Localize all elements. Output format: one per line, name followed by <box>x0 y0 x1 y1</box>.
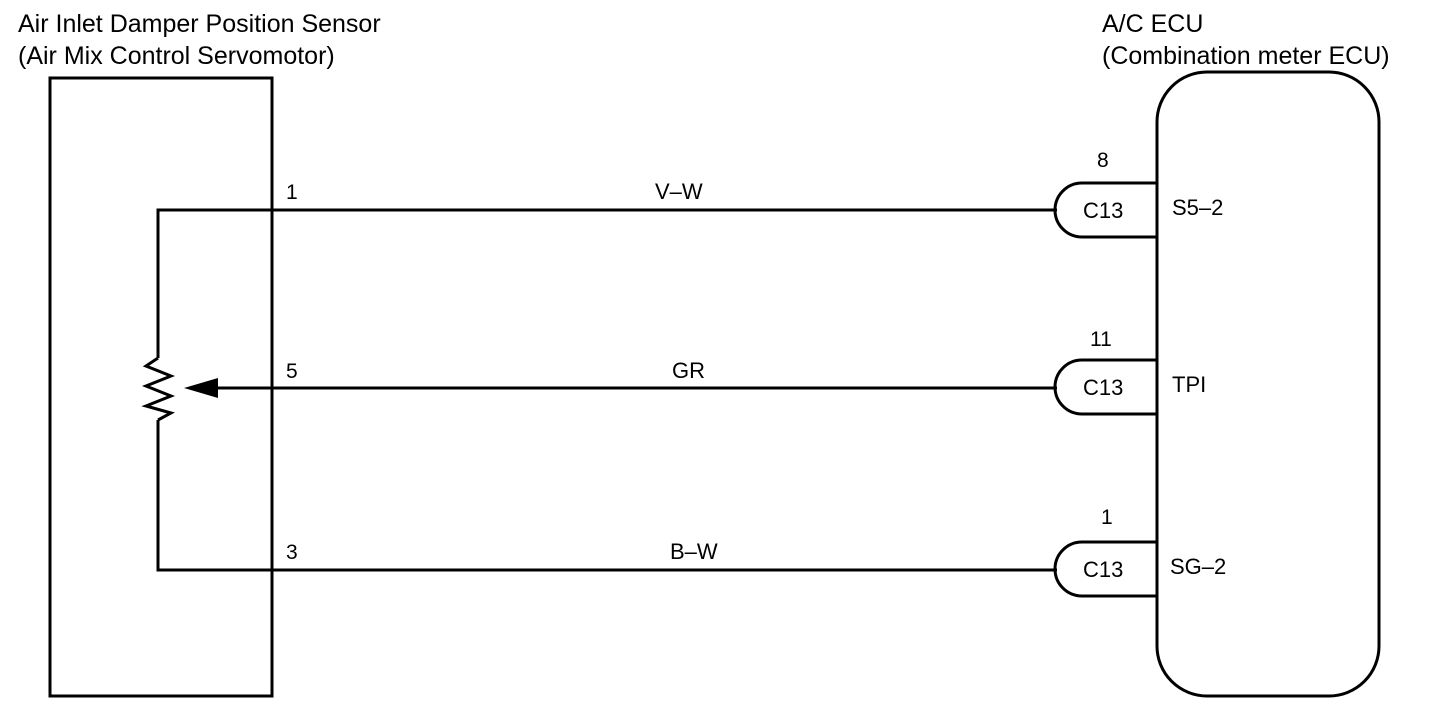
ecu-title-line1: A/C ECU <box>1102 10 1203 38</box>
pot-bottom-lead <box>156 420 272 572</box>
sensor-pin-label: 3 <box>286 541 298 564</box>
connector-c13-housing <box>1053 358 1157 416</box>
ecu-terminal-label: SG–2 <box>1170 554 1226 579</box>
connector-c13-housing <box>1053 540 1157 598</box>
ecu-terminal-label: S5–2 <box>1172 195 1223 220</box>
sensor-pin-label: 1 <box>286 181 298 204</box>
potentiometer-resistor <box>141 356 176 422</box>
pot-top-lead <box>156 208 272 358</box>
wire-color-label: B–W <box>670 539 718 564</box>
ecu-pin-number: 11 <box>1090 328 1112 351</box>
connector-label: C13 <box>1083 198 1123 223</box>
connector-label: C13 <box>1083 375 1123 400</box>
ecu-box <box>1155 70 1381 698</box>
wiper-arrow <box>184 378 218 398</box>
wire-v-w: 1 V–W C13 8 S5–2 <box>214 149 1223 239</box>
wire-gr: 5 GR C13 11 TPI <box>214 328 1206 416</box>
ecu-pin-number: 8 <box>1097 149 1109 172</box>
sensor-title-line1: Air Inlet Damper Position Sensor <box>18 10 381 38</box>
sensor-pin-label: 5 <box>286 360 298 383</box>
ecu-terminal-label: TPI <box>1172 372 1206 397</box>
ecu-title-line2: (Combination meter ECU) <box>1102 42 1390 70</box>
connector-c13-housing <box>1053 181 1157 239</box>
wire-color-label: V–W <box>655 179 703 204</box>
sensor-title-line2: (Air Mix Control Servomotor) <box>18 42 335 70</box>
ecu-pin-number: 1 <box>1101 506 1113 529</box>
wire-b-w: 3 B–W C13 1 SG–2 <box>214 506 1226 598</box>
connector-label: C13 <box>1083 557 1123 582</box>
wire-color-label: GR <box>672 358 705 383</box>
